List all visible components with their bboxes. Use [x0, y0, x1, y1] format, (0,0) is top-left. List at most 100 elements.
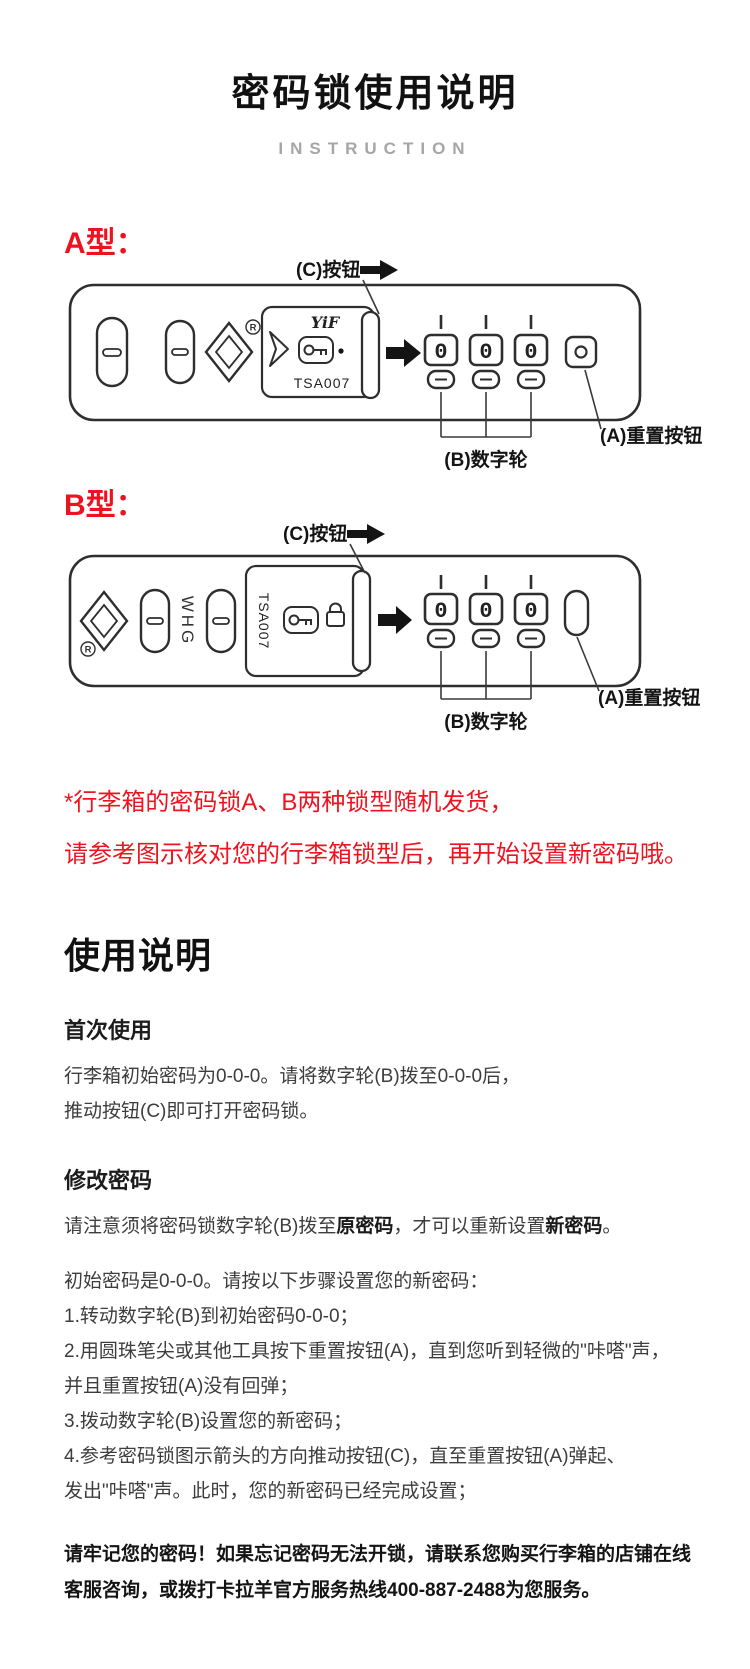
step-line: 4.参考密码锁图示箭头的方向推动按钮(C)，直至重置按钮(A)弹起、: [64, 1446, 626, 1467]
wheel-digit: 0: [434, 599, 447, 624]
keyhole-icon: [288, 614, 300, 626]
registered-mark-icon: [245, 319, 261, 335]
lock-b-diagram: B型： (C)按钮 R WHG TSA007 0 0 0 (A)重置按钮 (B)…: [64, 489, 700, 733]
notice-line: *行李箱的密码锁A、B两种锁型随机发货，: [64, 789, 514, 816]
wheel-next-digit-glyph: [471, 369, 501, 390]
note-new-password: 新密码: [545, 1216, 603, 1237]
note-suffix: 。: [602, 1216, 622, 1237]
push-direction-arrow-icon: [378, 606, 412, 634]
number-wheel: [468, 333, 504, 367]
usage-section: 使用说明 首次使用 行李箱初始密码为0-0-0。请将数字轮(B)拨至0-0-0后…: [64, 927, 710, 1669]
number-wheel: [423, 592, 459, 626]
dot-icon: [338, 348, 344, 354]
reset-pin-hole-icon: [574, 345, 588, 359]
page-subtitle: INSTRUCTION: [278, 139, 472, 158]
warning-line: 客服咨询，或拨打卡拉羊官方服务热线400-887-2488为您服务。: [64, 1580, 601, 1601]
reset-button-a: [564, 335, 598, 369]
diamond-logo-inner-icon: [89, 603, 119, 639]
zipper-slider-hole-icon: [102, 348, 122, 357]
step-line: 2.用圆珠笔尖或其他工具按下重置按钮(A)，直到您听到轻微的"咔嗒"声，: [64, 1341, 670, 1362]
first-use-paragraph: 行李箱初始密码为0-0-0。请将数字轮(B)拨至0-0-0后， 推动按钮(C)即…: [64, 1059, 710, 1129]
usage-heading: 使用说明: [64, 935, 213, 976]
reset-button-label: (A)重置按钮: [600, 424, 702, 447]
steps-paragraph: 初始密码是0-0-0。请按以下步骤设置您的新密码： 1.转动数字轮(B)到初始密…: [64, 1264, 710, 1509]
hollow-arrow-icon: [269, 331, 289, 367]
zipper-slider-icon: [164, 319, 196, 385]
number-wheel: [513, 333, 549, 367]
button-c-label: (C)按钮: [283, 522, 347, 545]
zipper-slider-icon: [95, 316, 129, 388]
zipper-slider-icon: [205, 588, 237, 654]
lock-a-type-label: A型：: [64, 227, 146, 260]
brand-text: YiF: [311, 313, 341, 332]
number-wheel: [468, 592, 504, 626]
wheel-next-digit-glyph: [426, 369, 456, 390]
lock-b-body: [68, 554, 642, 688]
zipper-slider-hole-icon: [146, 617, 164, 625]
first-use-heading: 首次使用: [64, 1018, 153, 1043]
note-middle: ，才可以重新设置: [393, 1216, 546, 1237]
step-line: 3.拨动数字轮(B)设置您的新密码；: [64, 1411, 353, 1432]
wheel-next-digit-glyph: [471, 628, 501, 649]
keyhole-icon: [303, 344, 315, 356]
body-line: 行李箱初始密码为0-0-0。请将数字轮(B)拨至0-0-0后，: [64, 1066, 521, 1087]
diamond-logo-icon: [204, 321, 254, 383]
registered-mark-letter: R: [250, 323, 257, 334]
label-leader-line: [349, 543, 366, 574]
padlock-body-icon: [326, 611, 345, 627]
wheel-label: (B)数字轮: [444, 710, 527, 733]
keyhole-box-icon: [298, 336, 334, 364]
button-c-label: (C)按钮: [296, 258, 360, 281]
key-bar-icon: [299, 619, 312, 625]
body-line: 请注意须将密码锁数字轮(B)拨至原密码，才可以重新设置新密码。: [64, 1209, 710, 1244]
diamond-logo-icon: [79, 590, 129, 652]
button-c: [351, 569, 372, 673]
label-arrow-icon: [360, 260, 398, 280]
wheel-digit: 0: [524, 599, 537, 624]
warning-line: 请牢记您的密码！如果忘记密码无法开锁，请联系您购买行李箱的店铺在线: [64, 1544, 692, 1565]
wheel-digit: 0: [524, 340, 537, 365]
keyhole-box-icon: [283, 606, 319, 634]
wheel-next-digit-glyph: [516, 369, 546, 390]
reset-button-label: (A)重置按钮: [598, 686, 700, 709]
wheel-digit: 0: [479, 340, 492, 365]
push-direction-arrow-icon: [386, 339, 421, 367]
key-bar-icon: [314, 349, 327, 355]
lock-a-diagram: A型： (C)按钮 R YiF TSA007 0 0 0 (A)重置按钮 (B)…: [64, 227, 702, 471]
model-text: TSA007: [256, 593, 272, 650]
zipper-slider-icon: [139, 588, 171, 654]
wheel-label: (B)数字轮: [444, 448, 527, 471]
model-text: TSA007: [294, 375, 351, 391]
registered-mark-icon: [80, 641, 96, 657]
random-shipment-notice: *行李箱的密码锁A、B两种锁型随机发货， 请参考图示核对您的行李箱锁型后，再开始…: [64, 777, 750, 881]
zipper-slider-hole-icon: [171, 348, 189, 356]
number-wheel: [423, 333, 459, 367]
button-c: [360, 310, 381, 400]
note-old-password: 原密码: [336, 1216, 394, 1237]
step-line: 并且重置按钮(A)没有回弹；: [64, 1376, 299, 1397]
lock-b-type-label: B型：: [64, 489, 146, 522]
notice-line: 请参考图示核对您的行李箱锁型后，再开始设置新密码哦。: [64, 841, 688, 868]
label-leader-line: [362, 279, 380, 315]
reset-button-a: [563, 589, 590, 637]
body-line: 推动按钮(C)即可打开密码锁。: [64, 1101, 319, 1122]
steps-intro: 初始密码是0-0-0。请按以下步骤设置您的新密码：: [64, 1271, 489, 1292]
change-password-heading: 修改密码: [64, 1168, 153, 1193]
brand-text: WHG: [178, 596, 197, 647]
step-line: 发出"咔嗒"声。此时，您的新密码已经完成设置；: [64, 1481, 477, 1502]
remember-password-warning: 请牢记您的密码！如果忘记密码无法开锁，请联系您购买行李箱的店铺在线 客服咨询，或…: [64, 1537, 710, 1609]
diamond-logo-inner-icon: [214, 334, 244, 370]
label-leader-line: [576, 636, 600, 692]
change-password-note: 请注意须将密码锁数字轮(B)拨至原密码，才可以重新设置新密码。: [64, 1209, 710, 1244]
registered-mark-letter: R: [85, 645, 92, 656]
wheel-digit: 0: [434, 340, 447, 365]
zipper-slider-hole-icon: [212, 617, 230, 625]
padlock-shackle-icon: [329, 602, 342, 612]
step-line: 1.转动数字轮(B)到初始密码0-0-0；: [64, 1306, 359, 1327]
number-wheel: [513, 592, 549, 626]
wheel-next-digit-glyph: [516, 628, 546, 649]
page-title: 密码锁使用说明: [231, 73, 519, 115]
wheel-digit: 0: [479, 599, 492, 624]
label-leader-line: [584, 369, 602, 430]
